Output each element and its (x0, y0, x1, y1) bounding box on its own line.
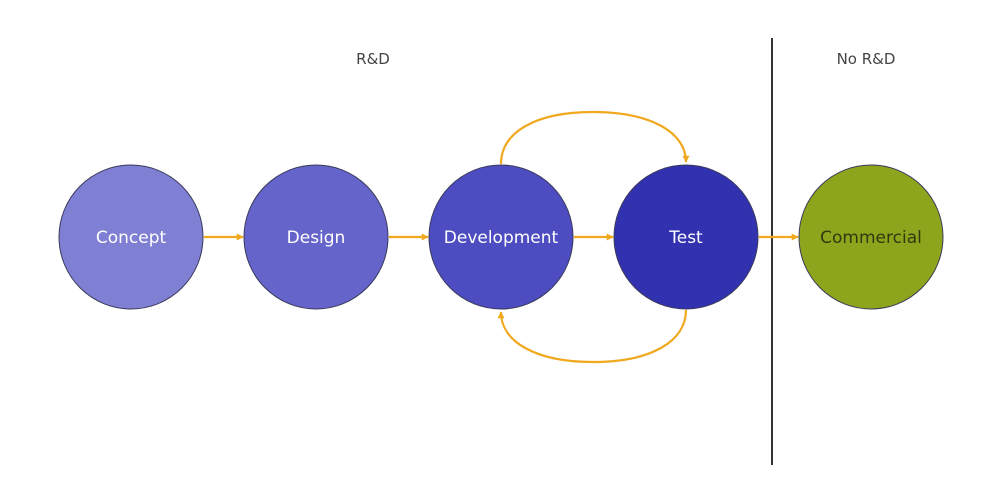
edge-loop-development-to-test (499, 110, 690, 165)
node-development-circle (428, 164, 574, 310)
edges (204, 110, 799, 364)
node-test-circle (613, 164, 759, 310)
node-commercial-label: Commercial (820, 228, 922, 248)
node-concept-label: Concept (96, 228, 167, 248)
node-concept-circle (58, 164, 204, 310)
node-design-circle (243, 164, 389, 310)
node-design: Design (243, 164, 389, 310)
node-concept: Concept (58, 164, 204, 310)
edge-loop-test-to-development (497, 309, 688, 364)
node-test: Test (613, 164, 759, 310)
node-commercial-circle (798, 164, 944, 310)
zone-label-no-rd: No R&D (837, 50, 896, 68)
node-design-label: Design (287, 228, 346, 248)
zone-label-rd: R&D (356, 50, 390, 68)
node-development: Development (428, 164, 574, 310)
node-commercial: Commercial (798, 164, 944, 310)
node-test-label: Test (668, 228, 703, 248)
node-development-label: Development (444, 228, 559, 248)
